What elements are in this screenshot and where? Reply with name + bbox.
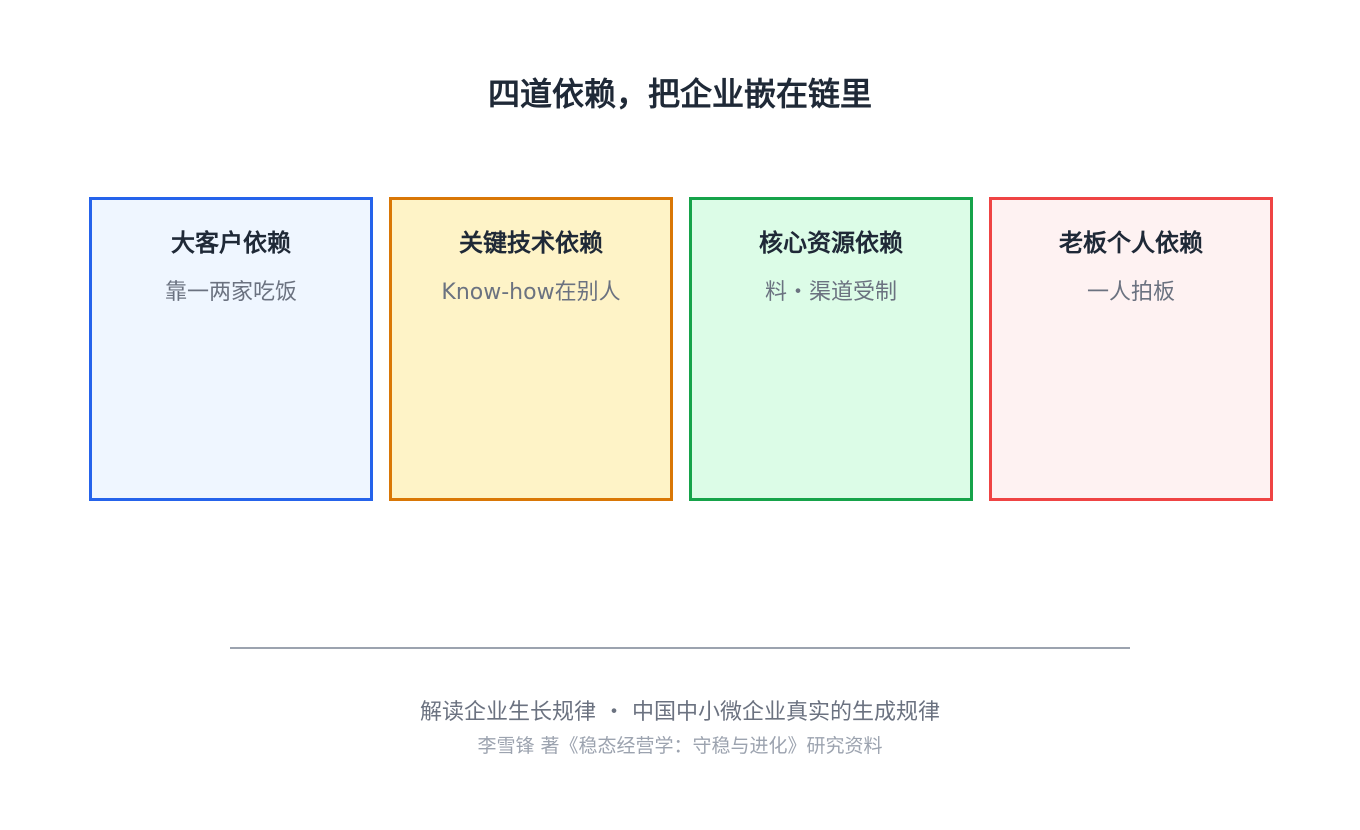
card-title: 核心资源依赖 bbox=[759, 229, 903, 257]
card-title: 老板个人依赖 bbox=[1059, 229, 1203, 257]
card-title: 关键技术依赖 bbox=[459, 229, 603, 257]
card-boss-personal: 老板个人依赖 一人拍板 bbox=[989, 197, 1273, 501]
card-description: Know-how在别人 bbox=[441, 280, 621, 305]
dependency-cards: 大客户依赖 靠一两家吃饭 关键技术依赖 Know-how在别人 核心资源依赖 料… bbox=[89, 197, 1273, 501]
page-title: 四道依赖，把企业嵌在链里 bbox=[487, 75, 872, 113]
card-description: 料・渠道受制 bbox=[764, 280, 897, 305]
card-core-resource: 核心资源依赖 料・渠道受制 bbox=[689, 197, 973, 501]
card-major-customer: 大客户依赖 靠一两家吃饭 bbox=[89, 197, 373, 501]
footer-divider bbox=[230, 647, 1130, 649]
card-description: 一人拍板 bbox=[1086, 280, 1175, 305]
footer-tagline: 解读企业生长规律 ・ 中国中小微企业真实的生成规律 bbox=[420, 700, 940, 725]
card-title: 大客户依赖 bbox=[171, 229, 291, 257]
card-description: 靠一两家吃饭 bbox=[164, 280, 297, 305]
card-key-technology: 关键技术依赖 Know-how在别人 bbox=[389, 197, 673, 501]
footer-attribution: 李雪锋 著《稳态经营学：守稳与进化》研究资料 bbox=[477, 735, 883, 757]
